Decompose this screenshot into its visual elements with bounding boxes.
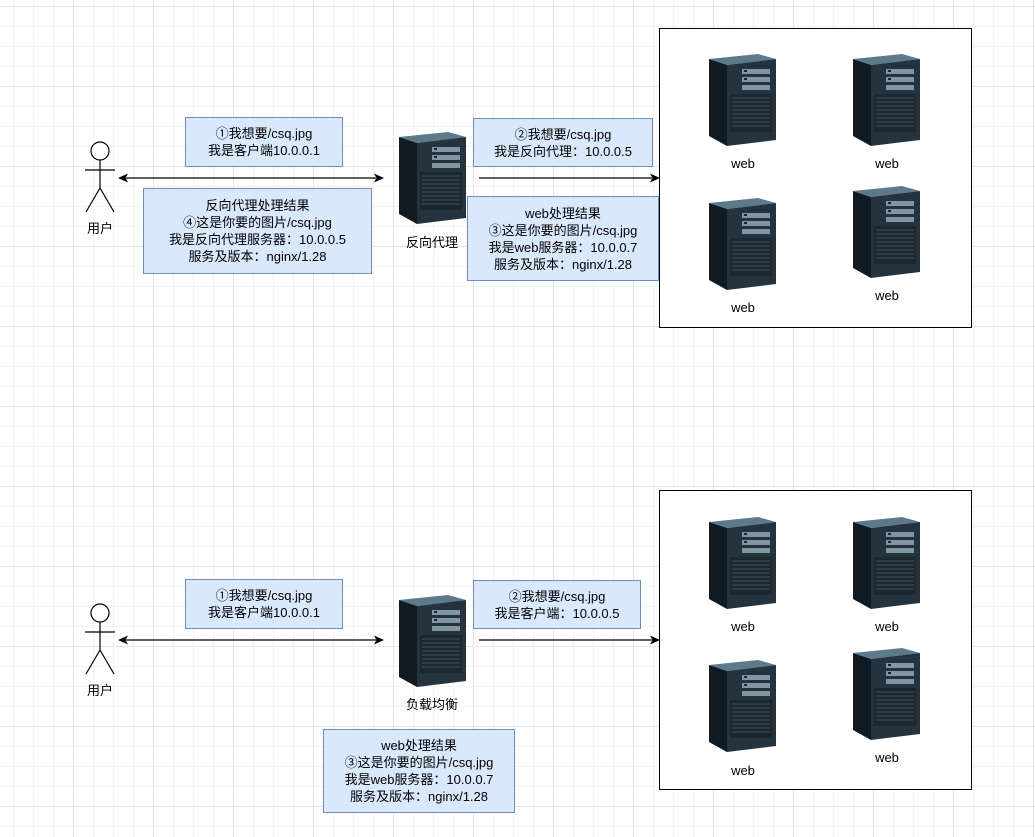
- note-line: 服务及版本：nginx/1.28: [350, 789, 488, 804]
- note-line: 我是反向代理：10.0.0.5: [494, 143, 632, 159]
- note-line: ①我想要/csq.jpg: [215, 588, 313, 603]
- web-server-label: web: [875, 619, 899, 634]
- arrowhead-icon: [650, 635, 660, 645]
- note-line: ①我想要/csq.jpg: [215, 126, 313, 141]
- note-line: 我是web服务器：10.0.0.7: [488, 239, 638, 255]
- web-response-note: web处理结果 ③这是你要的图片/csq.jpg 我是web服务器：10.0.0…: [467, 196, 659, 281]
- arrowhead-icon: [118, 173, 128, 183]
- user-icon: [85, 603, 115, 675]
- note-line: ②我想要/csq.jpg: [508, 588, 606, 604]
- proxy-forward-note: ②我想要/csq.jpg 我是反向代理：10.0.0.5: [473, 118, 653, 167]
- arrowhead-icon: [650, 173, 660, 183]
- note-line: ④这是你要的图片/csq.jpg: [183, 215, 332, 230]
- user-icon: [85, 141, 115, 213]
- note-line: web处理结果: [381, 738, 457, 753]
- note-line: 反向代理处理结果: [205, 198, 310, 213]
- note-line: 我是客户端10.0.0.1: [208, 143, 320, 158]
- note-line: ②我想要/csq.jpg: [514, 126, 612, 142]
- web-response-note: web处理结果 ③这是你要的图片/csq.jpg 我是web服务器：10.0.0…: [323, 729, 515, 813]
- note-line: 我是客户端10.0.0.1: [208, 605, 320, 620]
- note-line: 我是web服务器：10.0.0.7: [344, 772, 494, 787]
- user-label: 用户: [86, 683, 113, 698]
- note-line: ③这是你要的图片/csq.jpg: [344, 755, 494, 770]
- arrowhead-icon: [374, 173, 384, 183]
- arrowhead-icon: [118, 635, 128, 645]
- note-line: 服务及版本：nginx/1.28: [494, 256, 632, 272]
- note-line: 服务及版本：nginx/1.28: [188, 249, 327, 264]
- lb-forward-note: ②我想要/csq.jpg 我是客户端：10.0.0.5: [473, 580, 641, 629]
- web-server-label: web: [731, 763, 755, 778]
- note-line: 我是反向代理服务器：10.0.0.5: [169, 232, 346, 247]
- client-request-note: ①我想要/csq.jpg 我是客户端10.0.0.1: [185, 117, 343, 167]
- web-server-label: web: [875, 750, 899, 765]
- web-server-label: web: [731, 156, 755, 171]
- note-line: ③这是你要的图片/csq.jpg: [488, 222, 638, 238]
- reverse-proxy-label: 反向代理: [405, 235, 458, 250]
- web-server-label: web: [731, 619, 755, 634]
- arrowhead-icon: [374, 635, 384, 645]
- client-request-note: ①我想要/csq.jpg 我是客户端10.0.0.1: [185, 579, 343, 629]
- load-balancer-label: 负载均衡: [405, 697, 458, 712]
- web-server-label: web: [875, 288, 899, 303]
- proxy-response-note: 反向代理处理结果 ④这是你要的图片/csq.jpg 我是反向代理服务器：10.0…: [143, 188, 372, 274]
- web-server-label: web: [875, 156, 899, 171]
- note-line: 我是客户端：10.0.0.5: [494, 605, 620, 621]
- user-label: 用户: [86, 221, 113, 236]
- note-line: web处理结果: [525, 205, 601, 221]
- web-server-label: web: [731, 300, 755, 315]
